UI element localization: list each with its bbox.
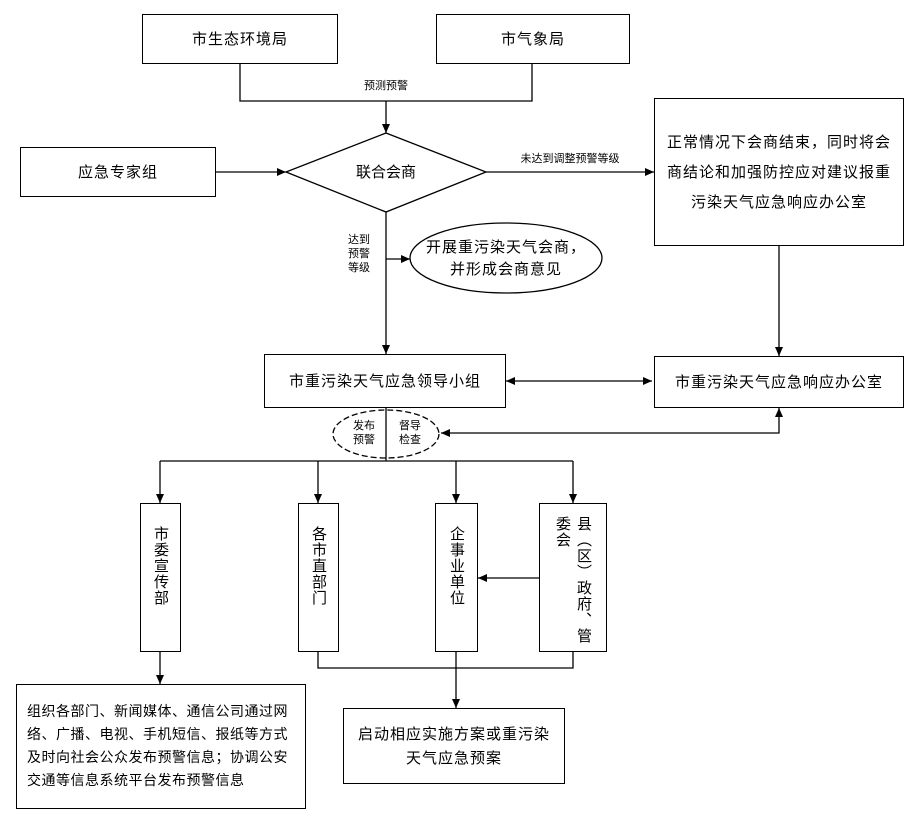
supervise-check-line2: 检查 [399,433,421,446]
not-reached-label: 未达到调整预警等级 [520,152,620,165]
response-office-label: 市重污染天气应急响应办公室 [674,372,883,391]
joint-consult-label: 联合会商 [355,163,416,181]
reached-label-line1: 达到 [348,233,370,246]
propaganda-dept-box: 市委宣传部 [140,503,181,652]
enterprises-label: 企事业单位 [448,526,466,606]
weather-bureau-box: 市气象局 [436,14,630,64]
county-gov-box: 县（区）政府、管委会 [539,503,607,652]
direct-depts-box: 各市直部门 [298,503,339,652]
normal-case-text: 正常情况下会商结束，同时将会商结论和加强防控应对建议报重污染天气应急响应办公室 [666,133,891,211]
eco-bureau-connector [239,64,386,102]
reached-label-line2: 预警 [348,247,370,260]
eco-bureau-label: 市生态环境局 [191,29,288,48]
weather-bureau-connector [386,64,533,102]
forecast-warning-label: 预测预警 [364,79,408,92]
weather-bureau-label: 市气象局 [500,29,565,48]
response-office-box: 市重污染天气应急响应办公室 [654,356,904,408]
start-plan-text: 启动相应实施方案或重污染天气应急预案 [357,725,550,767]
publicity-tasks-text: 组织各部门、新闻媒体、通信公司通过网络、广播、电视、手机短信、报纸等方式及时向社… [27,703,288,789]
reached-label: 达到 预警 等级 [336,233,382,275]
leading-group-box: 市重污染天气应急领导小组 [264,354,506,408]
reached-label-line3: 等级 [348,261,370,274]
leading-group-label: 市重污染天气应急领导小组 [288,371,481,390]
eco-bureau-box: 市生态环境局 [142,14,338,64]
normal-case-box: 正常情况下会商结束，同时将会商结论和加强防控应对建议报重污染天气应急响应办公室 [654,98,904,246]
county-gov-label: 县（区）政府、管委会 [554,516,593,644]
start-plan-box: 启动相应实施方案或重污染天气应急预案 [343,708,565,784]
issue-warning-line1: 发布 [353,419,375,432]
supervise-check-label: 督导 检查 [392,419,428,447]
joint-consult-diamond [284,132,488,213]
issue-warning-label: 发布 预警 [346,419,382,447]
arrow-office-to-supervise [441,408,783,437]
issue-warning-line2: 预警 [353,433,375,446]
merge-bottom [317,652,574,669]
expert-group-box: 应急专家组 [20,147,216,197]
consult-opinion-ellipse [409,222,603,294]
propaganda-dept-label: 市委宣传部 [152,526,170,606]
publicity-tasks-box: 组织各部门、新闻媒体、通信公司通过网络、广播、电视、手机短信、报纸等方式及时向社… [16,684,306,809]
enterprises-box: 企事业单位 [435,503,478,652]
supervise-check-line1: 督导 [399,419,421,432]
direct-depts-label: 各市直部门 [310,526,328,606]
consult-opinion-text: 开展重污染天气会商，并形成会商意见 [425,238,586,278]
expert-group-label: 应急专家组 [77,162,158,181]
